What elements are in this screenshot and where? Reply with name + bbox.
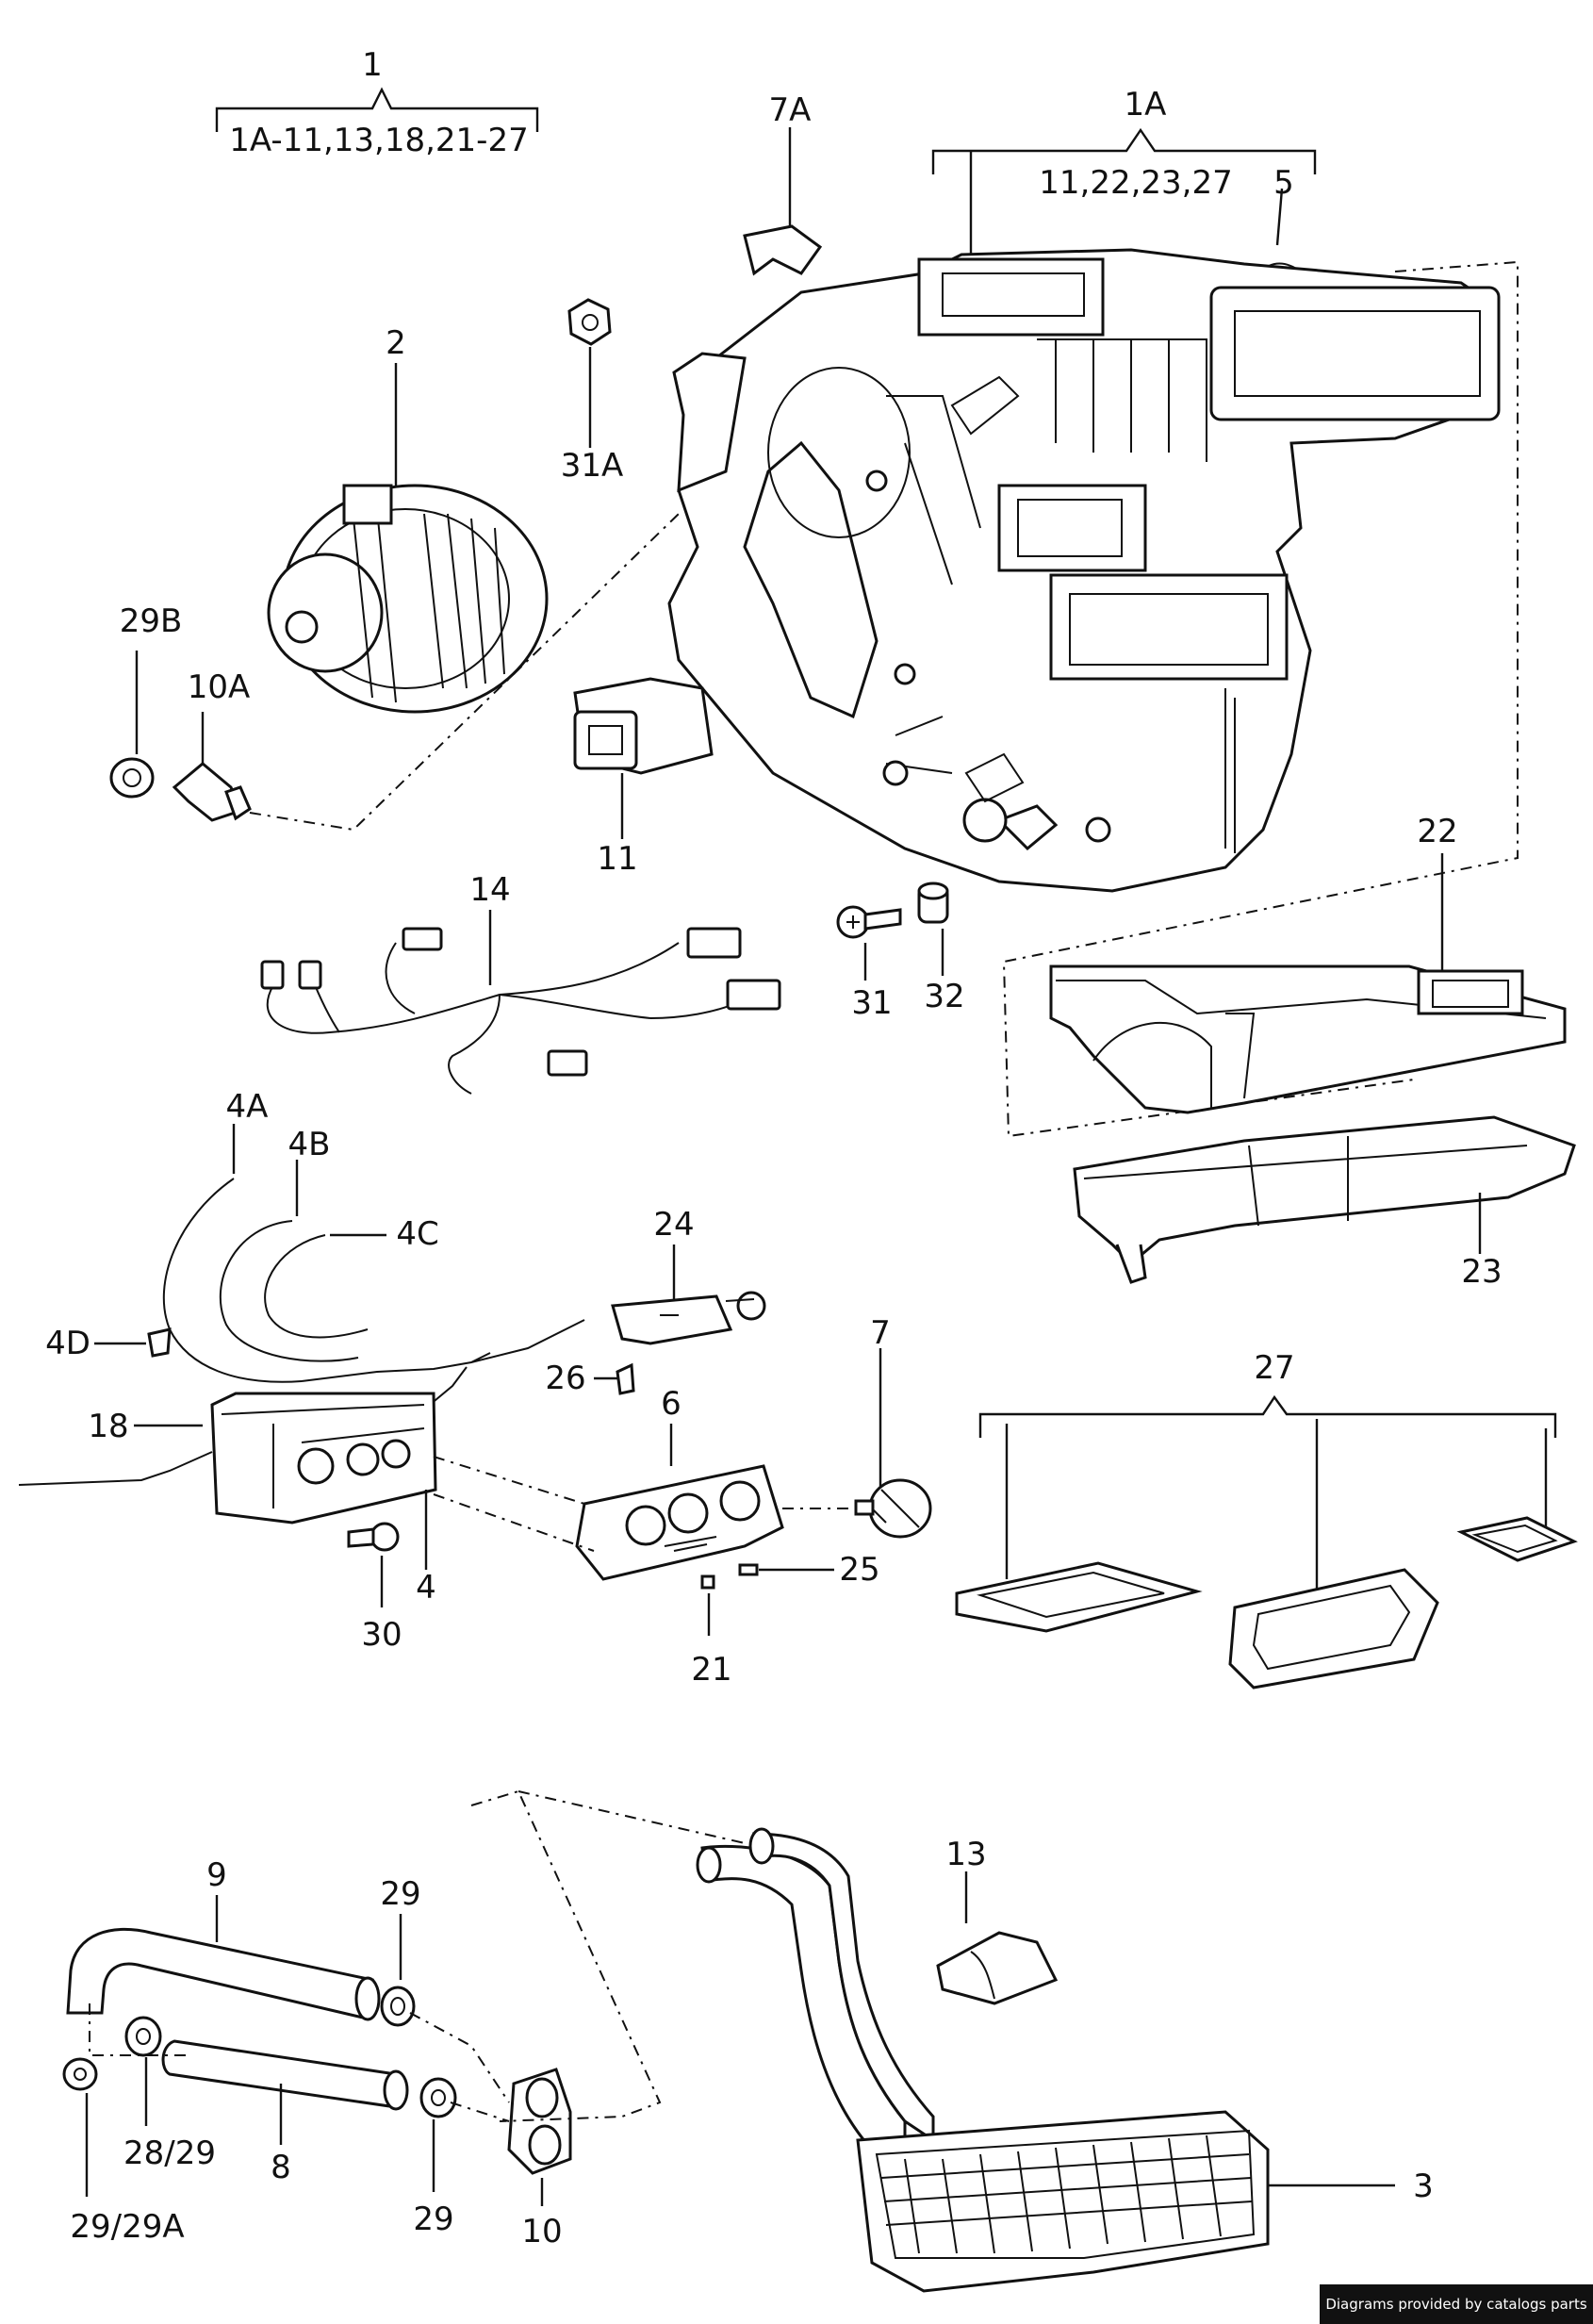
label-11: 11 xyxy=(597,840,637,878)
hose-10A xyxy=(172,712,252,822)
cable-4B xyxy=(219,1160,359,1362)
clip-13 xyxy=(936,1871,1059,2005)
grommet-29B xyxy=(109,651,155,799)
label-1: 1 xyxy=(362,46,383,84)
bushing-32 xyxy=(917,882,949,976)
cable-4A xyxy=(162,1124,303,1383)
part-labels: 1 1A-11,13,18,21-27 1A 11,22,23,27 7A 5 … xyxy=(45,46,1503,2250)
resistor-11 xyxy=(573,677,714,839)
diagram-credit: Diagrams provided by catalogs parts xyxy=(1320,2284,1593,2324)
group-bracket-27 xyxy=(978,1394,1557,1603)
connector-26 xyxy=(594,1362,635,1395)
label-1A-range: 11,22,23,27 xyxy=(1039,164,1232,202)
group-bracket-1 xyxy=(215,87,539,132)
alignment-line-panel xyxy=(433,1456,848,1552)
label-13: 13 xyxy=(945,1836,986,1873)
clamp-28-29 xyxy=(124,2016,162,2126)
label-7: 7 xyxy=(870,1314,891,1352)
nut-31A xyxy=(567,298,612,448)
label-10A: 10A xyxy=(188,668,251,706)
label-4D: 4D xyxy=(45,1325,90,1362)
screw-31 xyxy=(836,905,902,981)
heater-housing-1A xyxy=(667,248,1501,893)
grommet-plate-10 xyxy=(507,2068,572,2206)
alignment-line-housing-1A xyxy=(1002,260,1519,1138)
label-1-range: 1A-11,13,18,21-27 xyxy=(229,122,528,159)
label-14: 14 xyxy=(469,871,510,909)
switch-24 xyxy=(611,1244,766,1345)
label-4B: 4B xyxy=(288,1126,331,1163)
cable-4D-clip xyxy=(94,1327,172,1358)
label-29-lower: 29 xyxy=(413,2200,453,2238)
screw-30 xyxy=(347,1522,400,1607)
label-29B: 29B xyxy=(120,602,183,640)
label-4C: 4C xyxy=(396,1215,438,1253)
label-26: 26 xyxy=(545,1360,585,1397)
control-panel-6 xyxy=(575,1424,784,1581)
label-22: 22 xyxy=(1417,813,1457,850)
hose-9 xyxy=(66,1895,381,2021)
label-31A: 31A xyxy=(561,447,624,485)
clip-7A xyxy=(743,127,823,276)
heater-core-3 xyxy=(470,1789,1395,2293)
clip-25 xyxy=(738,1563,834,1576)
alignment-line-hoses xyxy=(89,2003,510,2122)
label-29-29A: 29/29A xyxy=(70,2208,184,2246)
label-4: 4 xyxy=(416,1569,436,1607)
label-10: 10 xyxy=(521,2213,562,2250)
label-32: 32 xyxy=(924,978,964,1015)
label-24: 24 xyxy=(653,1206,694,1244)
seal-27a xyxy=(955,1561,1203,1633)
blower-motor-2 xyxy=(267,363,549,714)
label-6: 6 xyxy=(661,1385,682,1423)
tray-lower-23 xyxy=(1073,1115,1576,1284)
seal-27c xyxy=(1456,1516,1578,1562)
label-8: 8 xyxy=(271,2149,291,2186)
label-29-upper: 29 xyxy=(380,1875,420,1913)
hose-8 xyxy=(161,2039,409,2145)
label-5: 5 xyxy=(1273,164,1294,202)
wiring-harness-14 xyxy=(260,910,781,1095)
knob-7 xyxy=(854,1348,932,1539)
duct-upper-22 xyxy=(1049,853,1567,1114)
clamp-29-upper xyxy=(380,1914,416,2027)
label-27: 27 xyxy=(1254,1349,1294,1387)
label-9: 9 xyxy=(206,1856,227,1894)
label-2: 2 xyxy=(386,324,406,362)
label-21: 21 xyxy=(691,1651,731,1689)
clamp-29-lower xyxy=(419,2077,457,2192)
group-bracket-1A xyxy=(931,127,1317,259)
seal-27b xyxy=(1228,1568,1439,1689)
cable-4C xyxy=(264,1233,386,1339)
label-1A: 1A xyxy=(1125,86,1167,124)
control-housing-18 xyxy=(18,1392,437,1525)
label-31: 31 xyxy=(851,984,892,1022)
label-25: 25 xyxy=(839,1551,879,1589)
label-3: 3 xyxy=(1413,2167,1434,2205)
label-4A: 4A xyxy=(226,1088,269,1126)
label-18: 18 xyxy=(88,1408,128,1445)
alignment-line-blower xyxy=(249,513,680,832)
clip-21 xyxy=(700,1574,715,1636)
clamp-29-29A xyxy=(62,2057,98,2197)
label-7A: 7A xyxy=(769,91,812,129)
label-28-29: 28/29 xyxy=(123,2134,216,2172)
label-30: 30 xyxy=(361,1616,402,1654)
label-23: 23 xyxy=(1461,1253,1502,1291)
